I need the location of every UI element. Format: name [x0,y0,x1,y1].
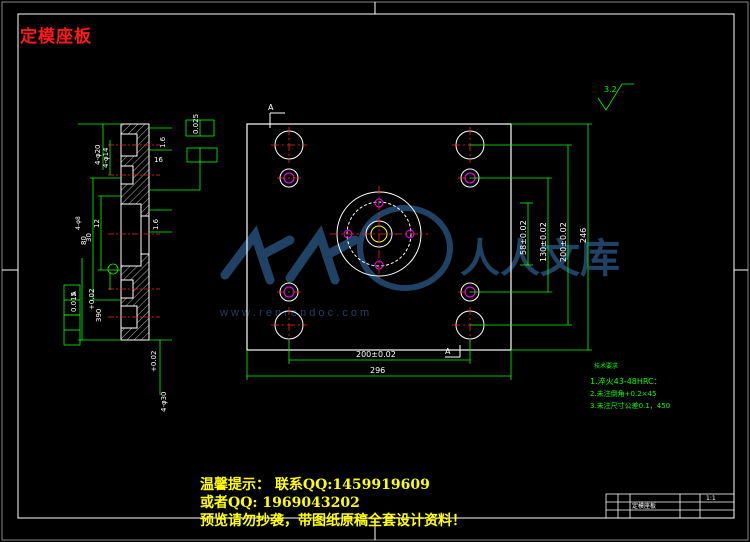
dim-130: 130±0.02 [539,222,548,262]
svg-text:0.015: 0.015 [70,292,78,312]
notice-line-2: 或者QQ: 1969043202 [200,495,360,511]
roughness-value: 3.2 [604,85,617,94]
section-mark-top: A [268,103,274,112]
tech-note-2: 2.未注倒角+0.2×45 [590,389,656,398]
dim-296: 296 [370,366,385,375]
tech-notes-heading: 技术要求 [594,362,618,370]
svg-text:80: 80 [80,236,88,245]
notice-line-1: 温馨提示： 联系QQ:1459919609 [200,477,430,493]
dim-246: 246 [579,228,588,243]
svg-text:4-φ30: 4-φ30 [160,391,168,412]
svg-text:A: A [70,291,78,296]
tech-notes: 技术要求 1.淬火43-48HRC： 2.未注倒角+0.2×45 3.未注尺寸公… [590,362,670,410]
watermark-text: 人人文库 [460,235,620,282]
svg-text:+0.02: +0.02 [150,351,158,372]
tech-note-3: 3.未注尺寸公差0.1，450 [590,401,670,410]
title-block-name: 定模座板 [632,502,656,510]
title-block [605,493,735,519]
svg-text:4-φ14: 4-φ14 [102,147,110,168]
watermark-url: w w w . r e n r e n d o c . c o m [219,307,369,319]
drawing-title: 定模座板 [20,27,92,47]
notice-line-3: 预览请勿抄袭，带图纸原稿全套设计资料！ [200,513,466,529]
svg-text:0.025: 0.025 [192,114,200,134]
svg-text:4-φ20: 4-φ20 [94,144,102,165]
sheet-inner-border [17,13,735,519]
title-block-scale: 1:1 [706,495,716,502]
svg-text:12: 12 [93,219,101,228]
svg-text:1.6: 1.6 [159,136,167,148]
dim-58: 58±0.02 [519,220,528,255]
plate-outline [246,123,512,351]
svg-text:1.6: 1.6 [152,218,160,230]
plan-view: A A [246,83,634,380]
watermark: 人人文库 w w w . r e n r e n d o c . c o m [219,205,620,319]
tech-note-1: 1.淬火43-48HRC： [590,376,662,386]
svg-text:16: 16 [154,156,163,164]
side-view: 4-φ20 4-φ14 1.6 16 4-φ8 30 12 1.6 80 +0.… [63,114,218,412]
section-mark-bottom: A [445,347,451,356]
svg-text:4-φ8: 4-φ8 [75,216,82,230]
svg-text:30: 30 [85,233,93,242]
dim-200: 200±0.02 [356,350,396,359]
svg-text:390: 390 [95,309,103,322]
svg-text:+0.02: +0.02 [88,289,96,310]
dim-200-v: 200±0.02 [559,222,568,262]
